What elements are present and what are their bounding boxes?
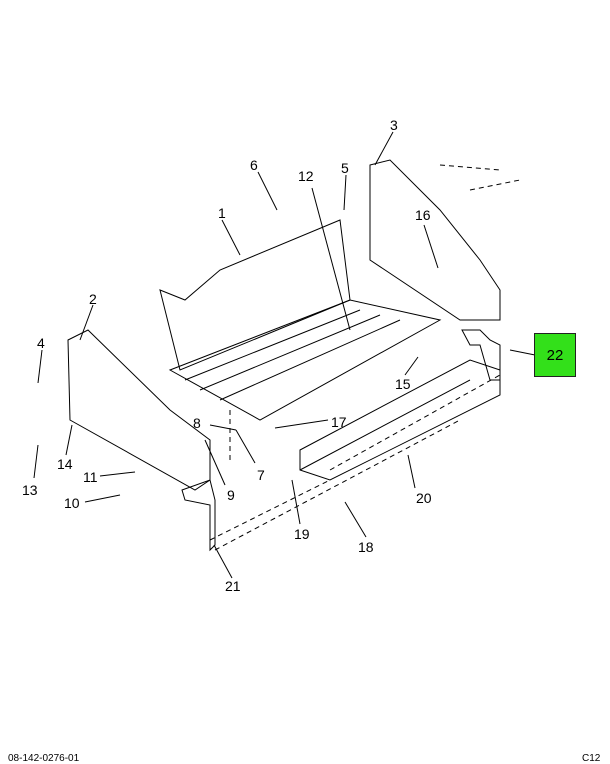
callout-12: 12 — [298, 168, 314, 184]
callout-14: 14 — [57, 456, 73, 472]
callout-19: 19 — [294, 526, 310, 542]
callout-21: 21 — [225, 578, 241, 594]
right-side-plate — [369, 159, 501, 321]
callout-18: 18 — [358, 539, 374, 555]
callout-11: 11 — [83, 469, 98, 485]
callout-4: 4 — [37, 335, 45, 351]
leader-lines — [33, 131, 546, 579]
left-side-plate — [67, 329, 211, 491]
callout-1: 1 — [218, 205, 226, 221]
bracket-22 — [461, 329, 501, 381]
front-bar-20 — [299, 359, 501, 481]
callout-8: 8 — [193, 415, 201, 431]
callout-15: 15 — [395, 376, 411, 392]
callout-5: 5 — [341, 160, 349, 176]
callout-7: 7 — [257, 467, 265, 483]
footer-page-code: C12 — [582, 753, 601, 764]
bracket-21 — [181, 479, 216, 552]
callout-10: 10 — [64, 495, 80, 511]
floor-pan — [168, 299, 442, 421]
callout-3: 3 — [390, 117, 398, 133]
callout-17: 17 — [331, 414, 347, 430]
callout-2: 2 — [89, 291, 97, 307]
callout-6: 6 — [250, 157, 258, 173]
callout-13: 13 — [22, 482, 38, 498]
callout-22-highlighted[interactable]: 22 — [534, 333, 576, 377]
callout-9: 9 — [227, 487, 235, 503]
back-panel — [159, 219, 351, 371]
callout-16: 16 — [415, 207, 431, 223]
footer-drawing-number: 08-142-0276-01 — [8, 753, 80, 764]
callout-20: 20 — [416, 490, 432, 506]
